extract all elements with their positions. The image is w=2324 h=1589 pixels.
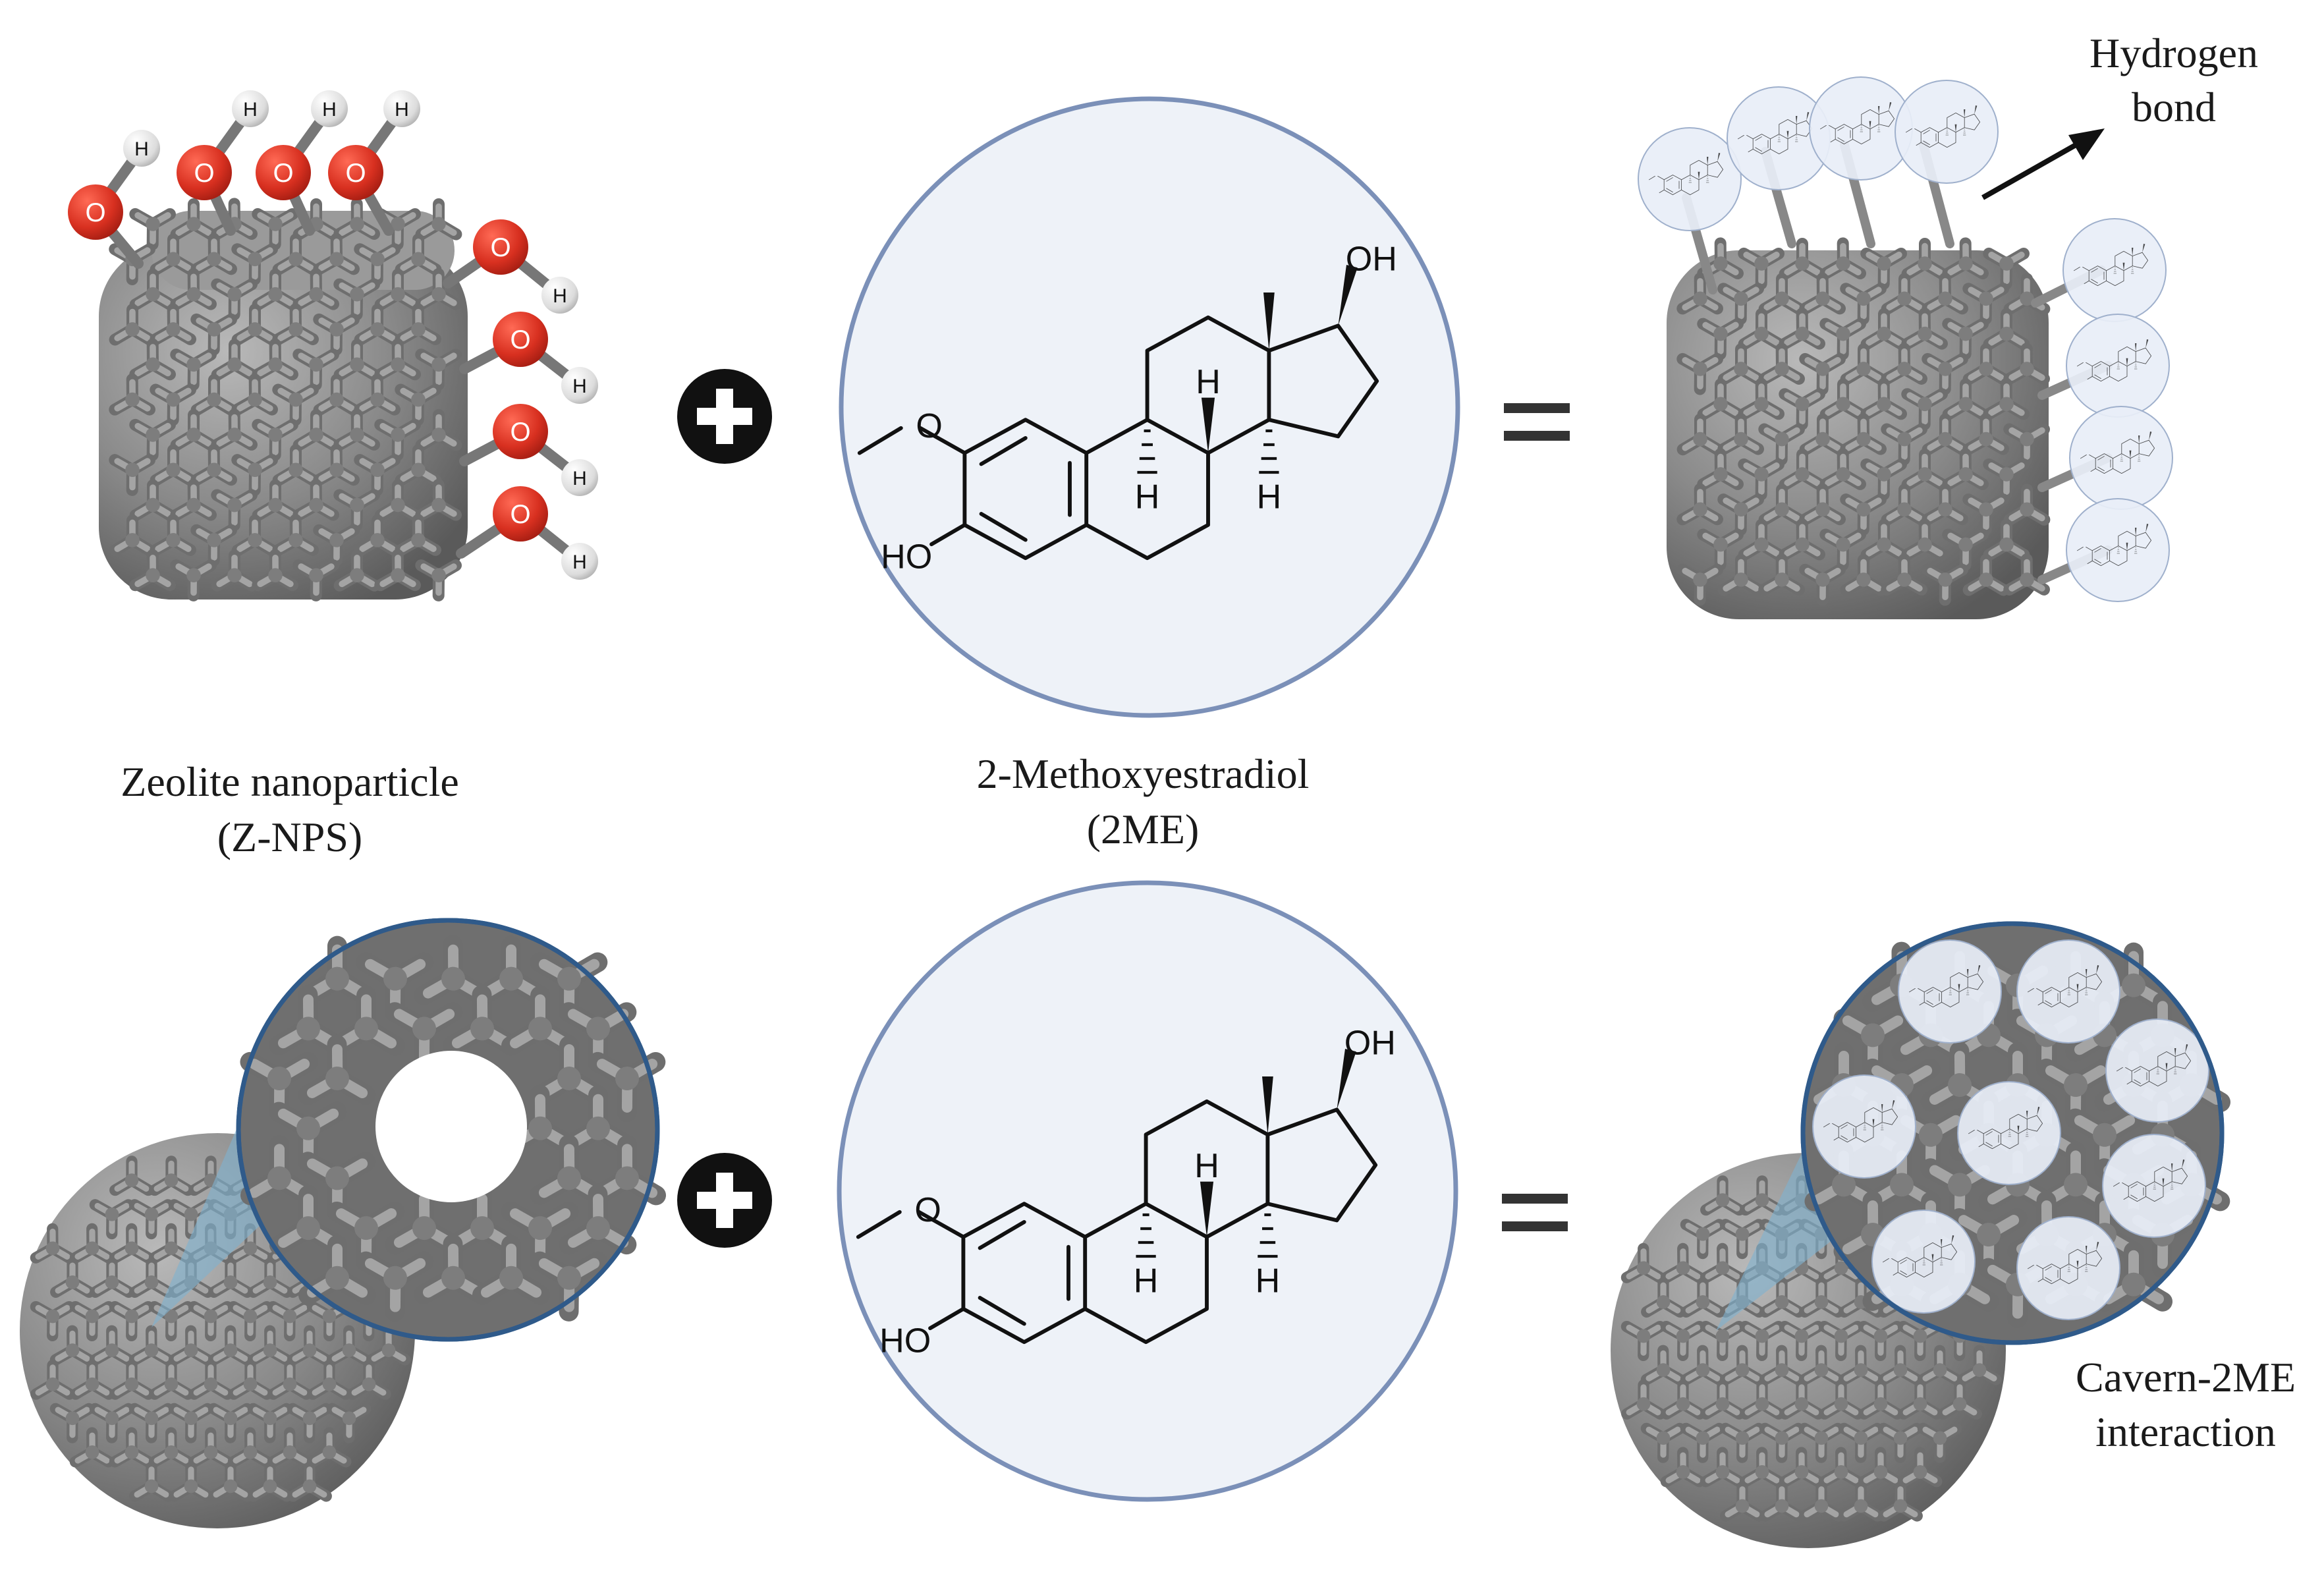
svg-text:O: O — [345, 159, 366, 188]
molecule-circle-bottom: O HO OH H H H — [837, 880, 1458, 1502]
svg-text:O: O — [490, 233, 511, 262]
zeolite-cavern-with-2me — [1611, 921, 2234, 1548]
hydroxyl-groups-top: O O O O H H H — [68, 90, 420, 269]
equals-icon — [1504, 403, 1570, 441]
plus-icon — [677, 1153, 772, 1248]
svg-text:O: O — [510, 325, 530, 354]
svg-text:H: H — [134, 138, 149, 160]
oxygen-atom: O — [68, 184, 123, 240]
hydrogen-label: H — [1194, 1147, 1219, 1185]
oxygen-atom: O — [493, 486, 548, 542]
oxygen-atom: O — [493, 404, 548, 459]
drug-label-line2: (2ME) — [1087, 806, 1200, 852]
svg-text:H: H — [395, 99, 409, 121]
molecule-structure: O HO OH H H H — [860, 240, 1397, 576]
svg-text:O: O — [85, 198, 105, 227]
hydrogen-bond-label-line1: Hydrogen — [2089, 30, 2258, 76]
hydrogen-label: H — [1135, 478, 1160, 516]
zeolite-label-line1: Zeolite nanoparticle — [121, 758, 459, 805]
ring-hydroxyl-text: HO — [879, 1322, 931, 1360]
svg-text:H: H — [572, 551, 587, 573]
plus-icon — [677, 369, 772, 464]
oxygen-atom: O — [473, 219, 528, 275]
svg-text:O: O — [510, 500, 530, 529]
zeolite-with-hydroxyls: O O O O H H H — [68, 90, 598, 600]
hydrogen-atom: H — [123, 130, 160, 167]
hydrogen-atom: H — [561, 459, 598, 496]
oxygen-atom: O — [256, 145, 311, 200]
molecule-circle-top: O HO OH H H H — [839, 96, 1460, 718]
cavern-label-line2: interaction — [2095, 1408, 2276, 1455]
hydrogen-atom: H — [232, 90, 269, 127]
hydroxyl-text: OH — [1344, 1024, 1396, 1062]
zeolite-label-line2: (Z-NPS) — [217, 814, 362, 860]
equals-icon — [1502, 1194, 1568, 1231]
svg-text:H: H — [322, 99, 337, 121]
methoxy-oxygen-text: O — [914, 1191, 941, 1229]
hydroxyl-text: OH — [1346, 240, 1397, 278]
hydrogen-atom: H — [541, 277, 578, 314]
hydrogen-bond-arrow — [1981, 128, 2105, 200]
hydrogen-label: H — [1256, 1262, 1281, 1300]
ring-hydroxyl-text: HO — [881, 538, 932, 576]
molecule-structure: O HO OH H H H — [858, 1024, 1396, 1360]
svg-text:O: O — [273, 159, 293, 188]
svg-text:H: H — [243, 99, 258, 121]
svg-text:H: H — [572, 468, 587, 489]
hydroxyl-groups-side: O O O O H H H — [443, 219, 598, 580]
drug-label-line1: 2-Methoxyestradiol — [977, 750, 1310, 797]
hydrogen-label: H — [1257, 478, 1282, 516]
svg-text:O: O — [510, 418, 530, 447]
zeolite-with-adsorbed-2me — [1638, 77, 2172, 619]
oxygen-atom: O — [328, 145, 383, 200]
svg-text:H: H — [553, 285, 567, 307]
svg-text:O: O — [194, 159, 214, 188]
hydrogen-bond-label-line2: bond — [2132, 84, 2216, 130]
methoxy-oxygen-text: O — [916, 407, 943, 445]
hydrogen-atom: H — [561, 543, 598, 580]
cavern-label-line1: Cavern-2ME — [2076, 1354, 2296, 1401]
hydrogen-atom: H — [311, 90, 348, 127]
hydrogen-label: H — [1134, 1262, 1159, 1300]
cavern-pore — [375, 1051, 527, 1202]
hydrogen-atom: H — [383, 90, 420, 127]
oxygen-atom: O — [177, 145, 232, 200]
hydrogen-label: H — [1196, 363, 1221, 401]
svg-text:H: H — [572, 376, 587, 397]
zeolite-cavern-zoom — [20, 918, 670, 1528]
oxygen-atom: O — [493, 312, 548, 367]
zeolite-texture-top-left — [115, 199, 464, 600]
hydrogen-atom: H — [561, 367, 598, 404]
